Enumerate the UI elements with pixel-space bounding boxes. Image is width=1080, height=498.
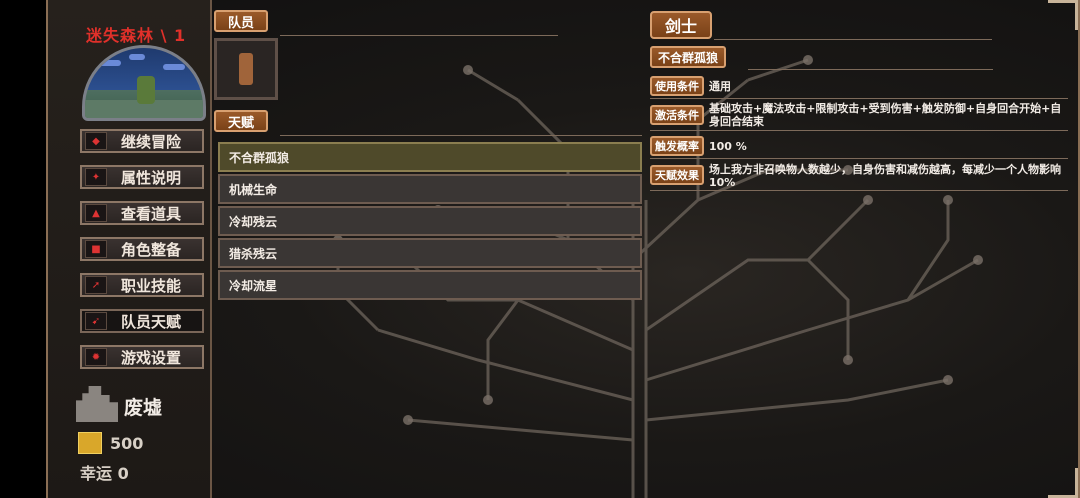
- divider: [280, 135, 642, 136]
- talent-item[interactable]: 机械生命: [218, 174, 642, 204]
- talent-item[interactable]: 不合群孤狼: [218, 142, 642, 172]
- sidebar: 迷失森林 \ 1 ◆ 继续冒险 ✦ 属性说明 ▲ 查看道具 ■ 角色整备 ➚ 职…: [48, 0, 212, 498]
- menu-equipment-button[interactable]: ■ 角色整备: [80, 237, 204, 261]
- area-name: 废墟: [124, 397, 163, 419]
- luck-value: 幸运 0: [80, 464, 129, 483]
- gold-coins-icon: [78, 432, 102, 454]
- skill-icon: ➚: [85, 276, 107, 294]
- menu-items-button[interactable]: ▲ 查看道具: [80, 201, 204, 225]
- trigger-chance-value: 100 %: [709, 140, 747, 153]
- trigger-chance-label: 触发概率: [650, 136, 704, 156]
- class-name: 剑士: [650, 11, 712, 39]
- menu-continue-adventure-button[interactable]: ◆ 继续冒险: [80, 129, 204, 153]
- gold-amount: 500: [110, 434, 144, 453]
- talent-effect-label: 天赋效果: [650, 165, 704, 185]
- scene-preview: [82, 45, 206, 121]
- frame-corner: [1048, 468, 1078, 498]
- armor-icon: ■: [85, 240, 107, 258]
- divider: [748, 69, 993, 70]
- usage-condition-label: 使用条件: [650, 76, 704, 96]
- talent-item[interactable]: 冷却流星: [218, 270, 642, 300]
- swordsman-portrait: [239, 53, 253, 85]
- settings-icon: ✹: [85, 348, 107, 366]
- menu-settings-button[interactable]: ✹ 游戏设置: [80, 345, 204, 369]
- usage-condition-value: 通用: [709, 80, 731, 93]
- selected-talent-name: 不合群孤狼: [650, 46, 727, 68]
- talent-effect-value: 场上我方非召唤物人数越少，自身伤害和减伤越高，每减少一个人物影响10%: [709, 163, 1061, 189]
- party-member-slot[interactable]: [214, 38, 278, 100]
- divider: [280, 35, 558, 36]
- talent-tag: 天赋: [214, 110, 269, 132]
- menu-class-skills-button[interactable]: ➚ 职业技能: [80, 273, 204, 297]
- divider: [650, 190, 1068, 191]
- stats-icon: ✦: [85, 168, 107, 186]
- ruins-icon: [76, 386, 118, 422]
- game-frame: 迷失森林 \ 1 ◆ 继续冒险 ✦ 属性说明 ▲ 查看道具 ■ 角色整备 ➚ 职…: [46, 0, 1080, 498]
- talent-icon: ➹: [85, 312, 107, 330]
- talent-item[interactable]: 猎杀残云: [218, 238, 642, 268]
- menu-attributes-button[interactable]: ✦ 属性说明: [80, 165, 204, 189]
- divider: [714, 39, 992, 40]
- party-tag: 队员: [214, 10, 269, 32]
- divider: [650, 130, 1068, 131]
- divider: [650, 98, 1068, 99]
- hero-sprite: [137, 76, 155, 104]
- map-icon: ◆: [85, 132, 107, 150]
- activation-condition-label: 激活条件: [650, 105, 704, 125]
- frame-corner: [1048, 0, 1078, 30]
- bag-icon: ▲: [85, 204, 107, 222]
- talent-item[interactable]: 冷却残云: [218, 206, 642, 236]
- activation-condition-value: 基础攻击+魔法攻击+限制攻击+受到伤害+触发防御+自身回合开始+自身回合结束: [709, 102, 1062, 128]
- divider: [650, 158, 1068, 159]
- menu-party-talents-button[interactable]: ➹ 队员天赋: [80, 309, 204, 333]
- location-title: 迷失森林 \ 1: [86, 26, 187, 45]
